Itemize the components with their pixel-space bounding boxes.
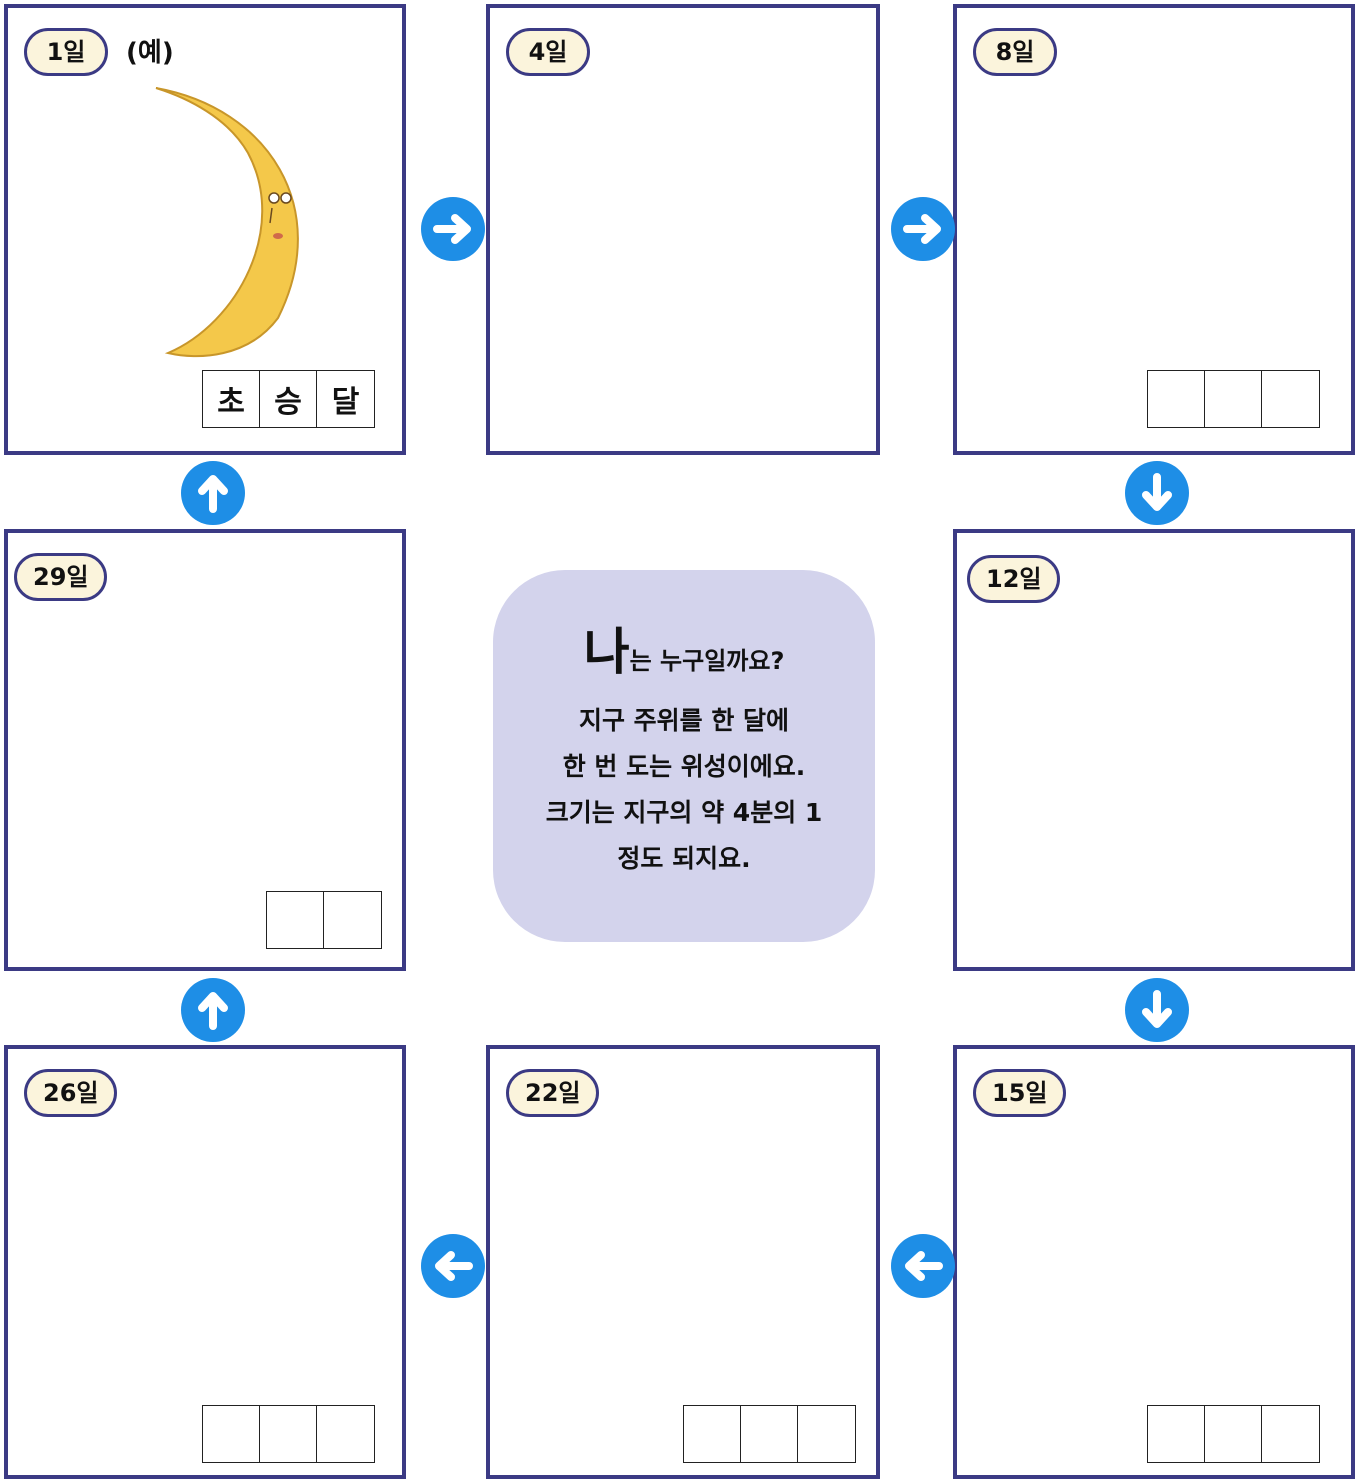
answer-cell[interactable] — [1205, 1406, 1262, 1462]
riddle-line: 크기는 지구의 약 4분의 1 — [545, 798, 823, 827]
riddle-title-big: 나 — [583, 623, 630, 681]
riddle-line: 한 번 도는 위성이에요. — [562, 752, 806, 781]
panel-day15: 15일 — [953, 1045, 1355, 1479]
arrow-right-icon — [421, 197, 485, 261]
panel-day12: 12일 — [953, 529, 1355, 971]
answer-cell[interactable] — [267, 892, 324, 948]
answer-grid[interactable] — [683, 1405, 856, 1463]
answer-grid: 초 승 달 — [202, 370, 375, 428]
arrow-left-icon — [891, 1234, 955, 1298]
answer-grid[interactable] — [266, 891, 382, 949]
panel-day8: 8일 — [953, 4, 1355, 455]
riddle-title: 나는 누구일까요? — [493, 627, 875, 677]
answer-cell[interactable] — [1262, 1406, 1319, 1462]
answer-cell[interactable] — [684, 1406, 741, 1462]
answer-cell[interactable] — [324, 892, 381, 948]
arrow-up-icon — [181, 461, 245, 525]
answer-cell[interactable] — [1205, 371, 1262, 427]
panel-day22: 22일 — [486, 1045, 880, 1479]
day-label: 4일 — [506, 28, 590, 76]
arrow-right-icon — [891, 197, 955, 261]
answer-cell[interactable] — [317, 1406, 374, 1462]
arrow-down-icon — [1125, 978, 1189, 1042]
panel-day26: 26일 — [4, 1045, 406, 1479]
day-label: 26일 — [24, 1069, 118, 1117]
answer-grid[interactable] — [202, 1405, 375, 1463]
answer-cell[interactable] — [203, 1406, 260, 1462]
arrow-left-icon — [421, 1234, 485, 1298]
riddle-title-rest: 는 누구일까요? — [629, 647, 785, 675]
day-label: 1일 — [24, 28, 108, 76]
day-label: 15일 — [973, 1069, 1067, 1117]
arrow-down-icon — [1125, 461, 1189, 525]
answer-cell[interactable] — [798, 1406, 855, 1462]
day-label: 22일 — [506, 1069, 600, 1117]
answer-grid[interactable] — [1147, 370, 1320, 428]
day-label: 29일 — [14, 553, 108, 601]
answer-grid[interactable] — [1147, 1405, 1320, 1463]
riddle-line: 정도 되지요. — [617, 844, 751, 873]
answer-cell: 승 — [260, 371, 317, 427]
answer-cell[interactable] — [260, 1406, 317, 1462]
panel-day1: 1일 (예) 초 승 달 — [4, 4, 406, 455]
answer-cell: 달 — [331, 385, 360, 420]
riddle-line: 지구 주위를 한 달에 — [578, 706, 790, 735]
answer-cell[interactable] — [1262, 371, 1319, 427]
day-label: 12일 — [967, 555, 1061, 603]
panel-day4: 4일 — [486, 4, 880, 455]
answer-cell[interactable] — [741, 1406, 798, 1462]
answer-cell: 초 — [203, 371, 260, 427]
riddle-box: 나는 누구일까요? 지구 주위를 한 달에 한 번 도는 위성이에요. 크기는 … — [493, 570, 875, 942]
crescent-moon-icon — [155, 87, 299, 358]
panel-day29: 29일 — [4, 529, 406, 971]
example-mark: (예) — [126, 38, 174, 68]
day-label: 8일 — [973, 28, 1057, 76]
answer-cell[interactable] — [1148, 1406, 1205, 1462]
answer-cell[interactable] — [1148, 371, 1205, 427]
arrow-up-icon — [181, 978, 245, 1042]
